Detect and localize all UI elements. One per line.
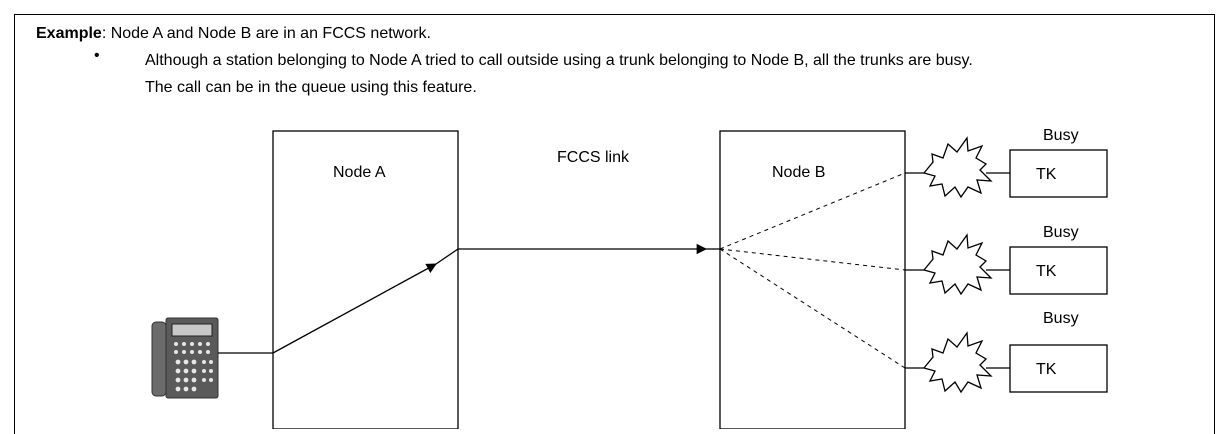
- diagram-frame: [14, 14, 1215, 434]
- bullet-text: Although a station belonging to Node A t…: [145, 47, 1205, 101]
- example-heading: Example: Node A and Node B are in an FCC…: [36, 25, 431, 43]
- bullet-line-2: The call can be in the queue using this …: [145, 79, 477, 96]
- node-b-label: Node B: [772, 164, 825, 181]
- trunk-status-3: Busy: [1043, 310, 1079, 327]
- trunk-status-1: Busy: [1043, 127, 1079, 144]
- fccs-link-label: FCCS link: [557, 149, 630, 166]
- trunk-box-1: [1009, 149, 1108, 198]
- trunk-3: TK Busy: [905, 310, 1108, 394]
- example-label: Example: [36, 25, 102, 42]
- dashed-path-2: [719, 248, 906, 271]
- node-b-box: [719, 130, 906, 429]
- trunk-status-2: Busy: [1043, 224, 1079, 241]
- trunk-2: TK Busy: [905, 224, 1108, 296]
- node-a-label: Node A: [333, 164, 386, 181]
- burst-icon: [922, 233, 993, 296]
- trunk-box-3: [1009, 344, 1108, 393]
- trunk-label-2: TK: [1036, 263, 1057, 280]
- call-path-arrow: [272, 263, 437, 354]
- bullet-symbol: •: [94, 47, 100, 64]
- example-text: : Node A and Node B are in an FCCS netwo…: [101, 25, 431, 42]
- bullet-line-1: Although a station belonging to Node A t…: [145, 52, 973, 69]
- burst-icon: [922, 136, 993, 199]
- node-a-box: [272, 130, 459, 429]
- telephone-icon: [151, 317, 219, 399]
- trunk-1: TK Busy: [905, 127, 1108, 199]
- call-path-segment: [435, 248, 459, 265]
- trunk-label-1: TK: [1036, 166, 1057, 183]
- trunk-box-2: [1009, 246, 1108, 295]
- trunk-label-3: TK: [1036, 361, 1057, 378]
- dashed-path-3: [719, 248, 906, 369]
- dashed-path-1: [719, 172, 906, 250]
- burst-icon: [922, 331, 993, 394]
